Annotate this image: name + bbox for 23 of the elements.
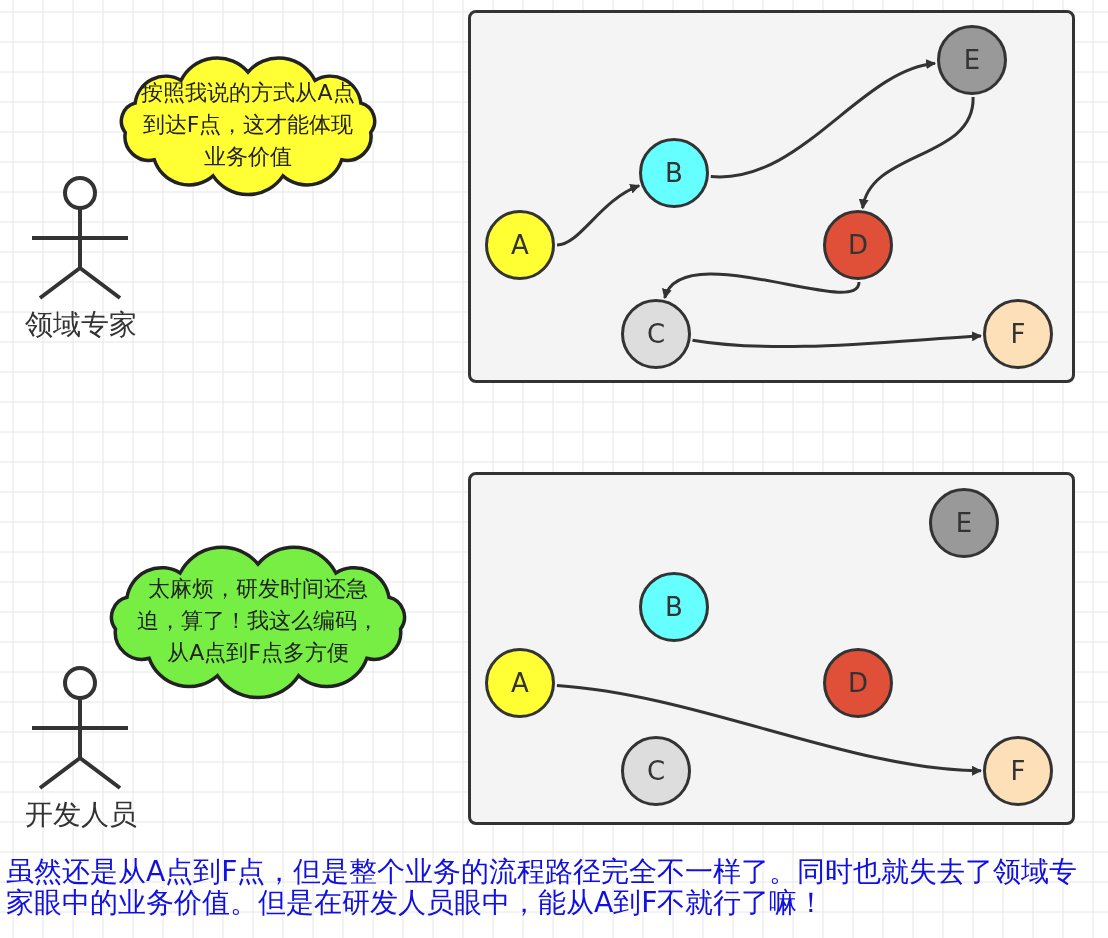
panel [468,10,1075,383]
circle-node: B [639,572,709,642]
arrow [692,331,982,349]
arrow [710,60,937,178]
actor-label: 开发人员 [24,797,138,833]
actor-label: 领域专家 [24,307,138,343]
panel [468,472,1075,825]
circle-node: A [485,648,555,718]
caption: 虽然还是从A点到F点，但是整个业务的流程路径完全不一样了。同时也就失去了领域专家眼中的业务价值。但是在研发人员眼中，能从A到F不就行了嘛！ [6,856,1079,918]
circle-node: A [485,210,555,280]
circle-node: E [937,25,1007,95]
arrow [556,684,982,776]
arrow [860,96,975,210]
circle-node: F [983,736,1053,806]
circle-node: D [823,648,893,718]
circle-node: C [621,736,691,806]
circle-node: B [639,138,709,208]
circle-node: C [621,299,691,369]
circle-node: E [929,488,999,558]
circle-node: F [983,299,1053,369]
arrow [663,272,861,299]
arrow [556,184,641,247]
circle-node: D [823,210,893,280]
